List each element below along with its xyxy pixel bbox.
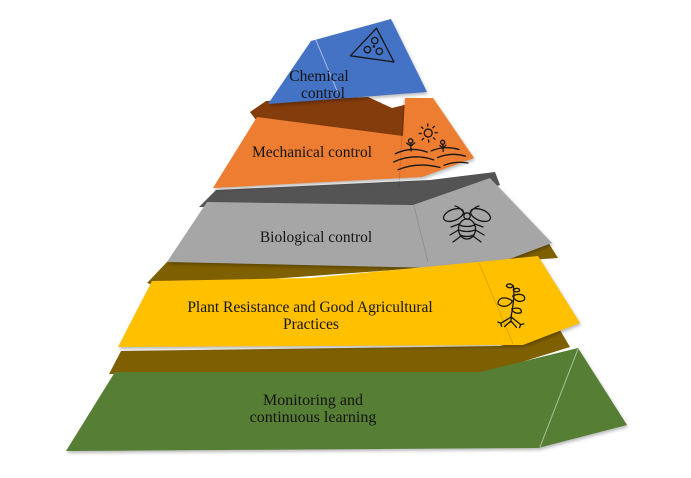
tier-chemical-face xyxy=(268,19,427,104)
tier-monitoring-label-line1: Monitoring and xyxy=(263,392,363,409)
tier-mechanical-fold xyxy=(398,98,405,187)
biological-top-band xyxy=(199,172,500,210)
plant-seedling-icon xyxy=(497,283,526,329)
tier-chemical-control: Chemical control xyxy=(268,19,427,104)
tier-monitoring-label-line2: continuous learning xyxy=(250,409,377,426)
tier-monitoring-fold xyxy=(539,348,579,448)
tier-monitoring-face xyxy=(66,348,627,451)
tier-biological-control: Biological control xyxy=(167,178,552,269)
pesticide-hazard-icon xyxy=(349,27,395,63)
tier-plant-resistance-fold xyxy=(478,262,514,345)
field-cultivation-icon xyxy=(393,123,469,171)
tier-mechanical-control: Mechanical control xyxy=(213,98,474,188)
tier-biological-label: Biological control xyxy=(260,229,372,246)
tier-plant-resistance-face xyxy=(118,256,580,347)
tier-monitoring: Monitoring and continuous learning xyxy=(66,348,627,451)
tier-plant-resistance-label-line1: Plant Resistance and Good Agricultural xyxy=(187,299,432,316)
tier-biological-fold xyxy=(413,205,429,263)
mechanical-top-band xyxy=(250,97,432,137)
tier-biological-face xyxy=(167,178,552,269)
tier-chemical-label-line1: Chemical xyxy=(289,68,348,85)
tier-mechanical-face xyxy=(213,98,474,188)
monitoring-top-band xyxy=(109,330,570,375)
tier-mechanical-label: Mechanical control xyxy=(252,144,372,161)
tier-chemical-fold xyxy=(314,37,339,94)
tier-plant-resistance-label-line2: Practices xyxy=(283,316,339,333)
tier-plant-resistance: Plant Resistance and Good Agricultural P… xyxy=(118,256,580,347)
tier-chemical-label-line2: control xyxy=(301,85,345,102)
bee-icon xyxy=(442,205,492,243)
